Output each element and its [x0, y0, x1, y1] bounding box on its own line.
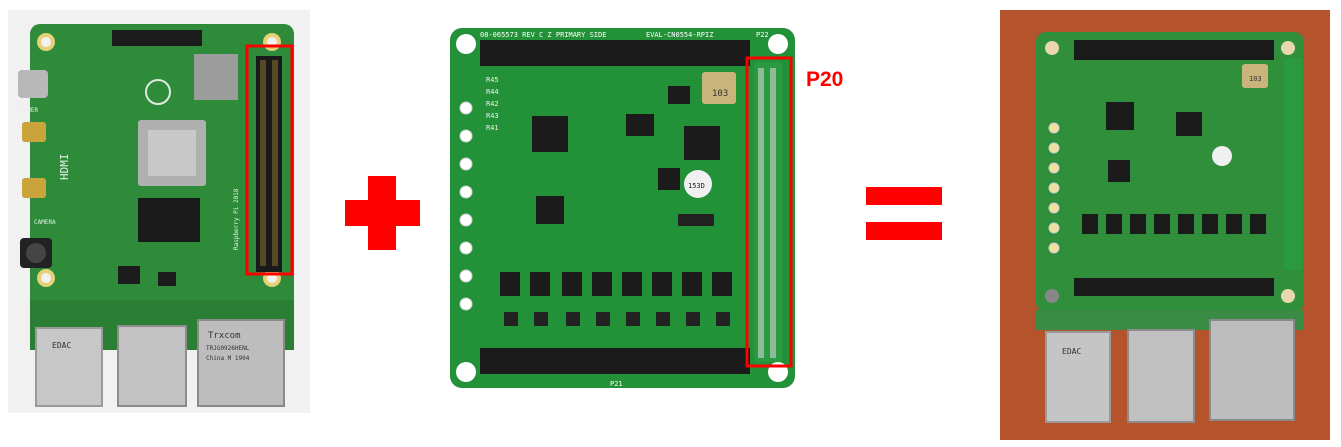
board-header-text: 08-065573 REV C Z PRIMARY SIDE: [480, 31, 606, 39]
right-usb-label: EDAC: [1062, 347, 1081, 356]
ethernet-label: Trxcom: [208, 331, 241, 341]
assembled-board-stack: 103 EDAC: [1000, 10, 1330, 440]
board-name-text: EVAL-CN0554-RPIZ: [646, 31, 713, 39]
p21-label: P21: [610, 380, 623, 388]
camera-label: CAMERA: [34, 219, 56, 226]
ethernet-sub-label: TRJG0926HENL: [206, 345, 250, 352]
crystal-label: 153D: [688, 182, 705, 190]
equals-sign-bottom: [866, 222, 942, 240]
cn0554-board-photo: 103 153D R45 R44 R42 R43 R41 08-065573 R…: [450, 28, 795, 388]
raspberry-pi-photo: EDAC Trxcom TRJG0926HENL China M 1904 PO…: [8, 10, 310, 413]
cn0554-board: 103 153D R45 R44 R42 R43 R41 08-065573 R…: [450, 28, 795, 388]
brand-label: Raspberry Pi 2018: [233, 188, 240, 250]
equals-sign-top: [866, 187, 942, 205]
resistor-label: R43: [486, 112, 499, 120]
inductor-label: 103: [712, 89, 728, 99]
power-label: POWER: [20, 107, 38, 114]
usb-left-label: EDAC: [52, 341, 71, 350]
raspberry-pi-board: EDAC Trxcom TRJG0926HENL China M 1904 PO…: [8, 10, 310, 413]
right-inductor-label: 103: [1249, 75, 1262, 83]
resistor-label: R42: [486, 100, 499, 108]
hdmi-label: HDMI: [58, 154, 71, 181]
resistor-label: R45: [486, 76, 499, 84]
resistor-label: R44: [486, 88, 499, 96]
ethernet-sub2-label: China M 1904: [206, 355, 250, 362]
p22-label: P22: [756, 31, 769, 39]
resistor-label: R41: [486, 124, 499, 132]
plus-sign-vertical: [368, 176, 396, 250]
assembled-stack-photo: 103 EDAC: [1000, 10, 1330, 440]
p20-callout: P20: [806, 68, 844, 91]
